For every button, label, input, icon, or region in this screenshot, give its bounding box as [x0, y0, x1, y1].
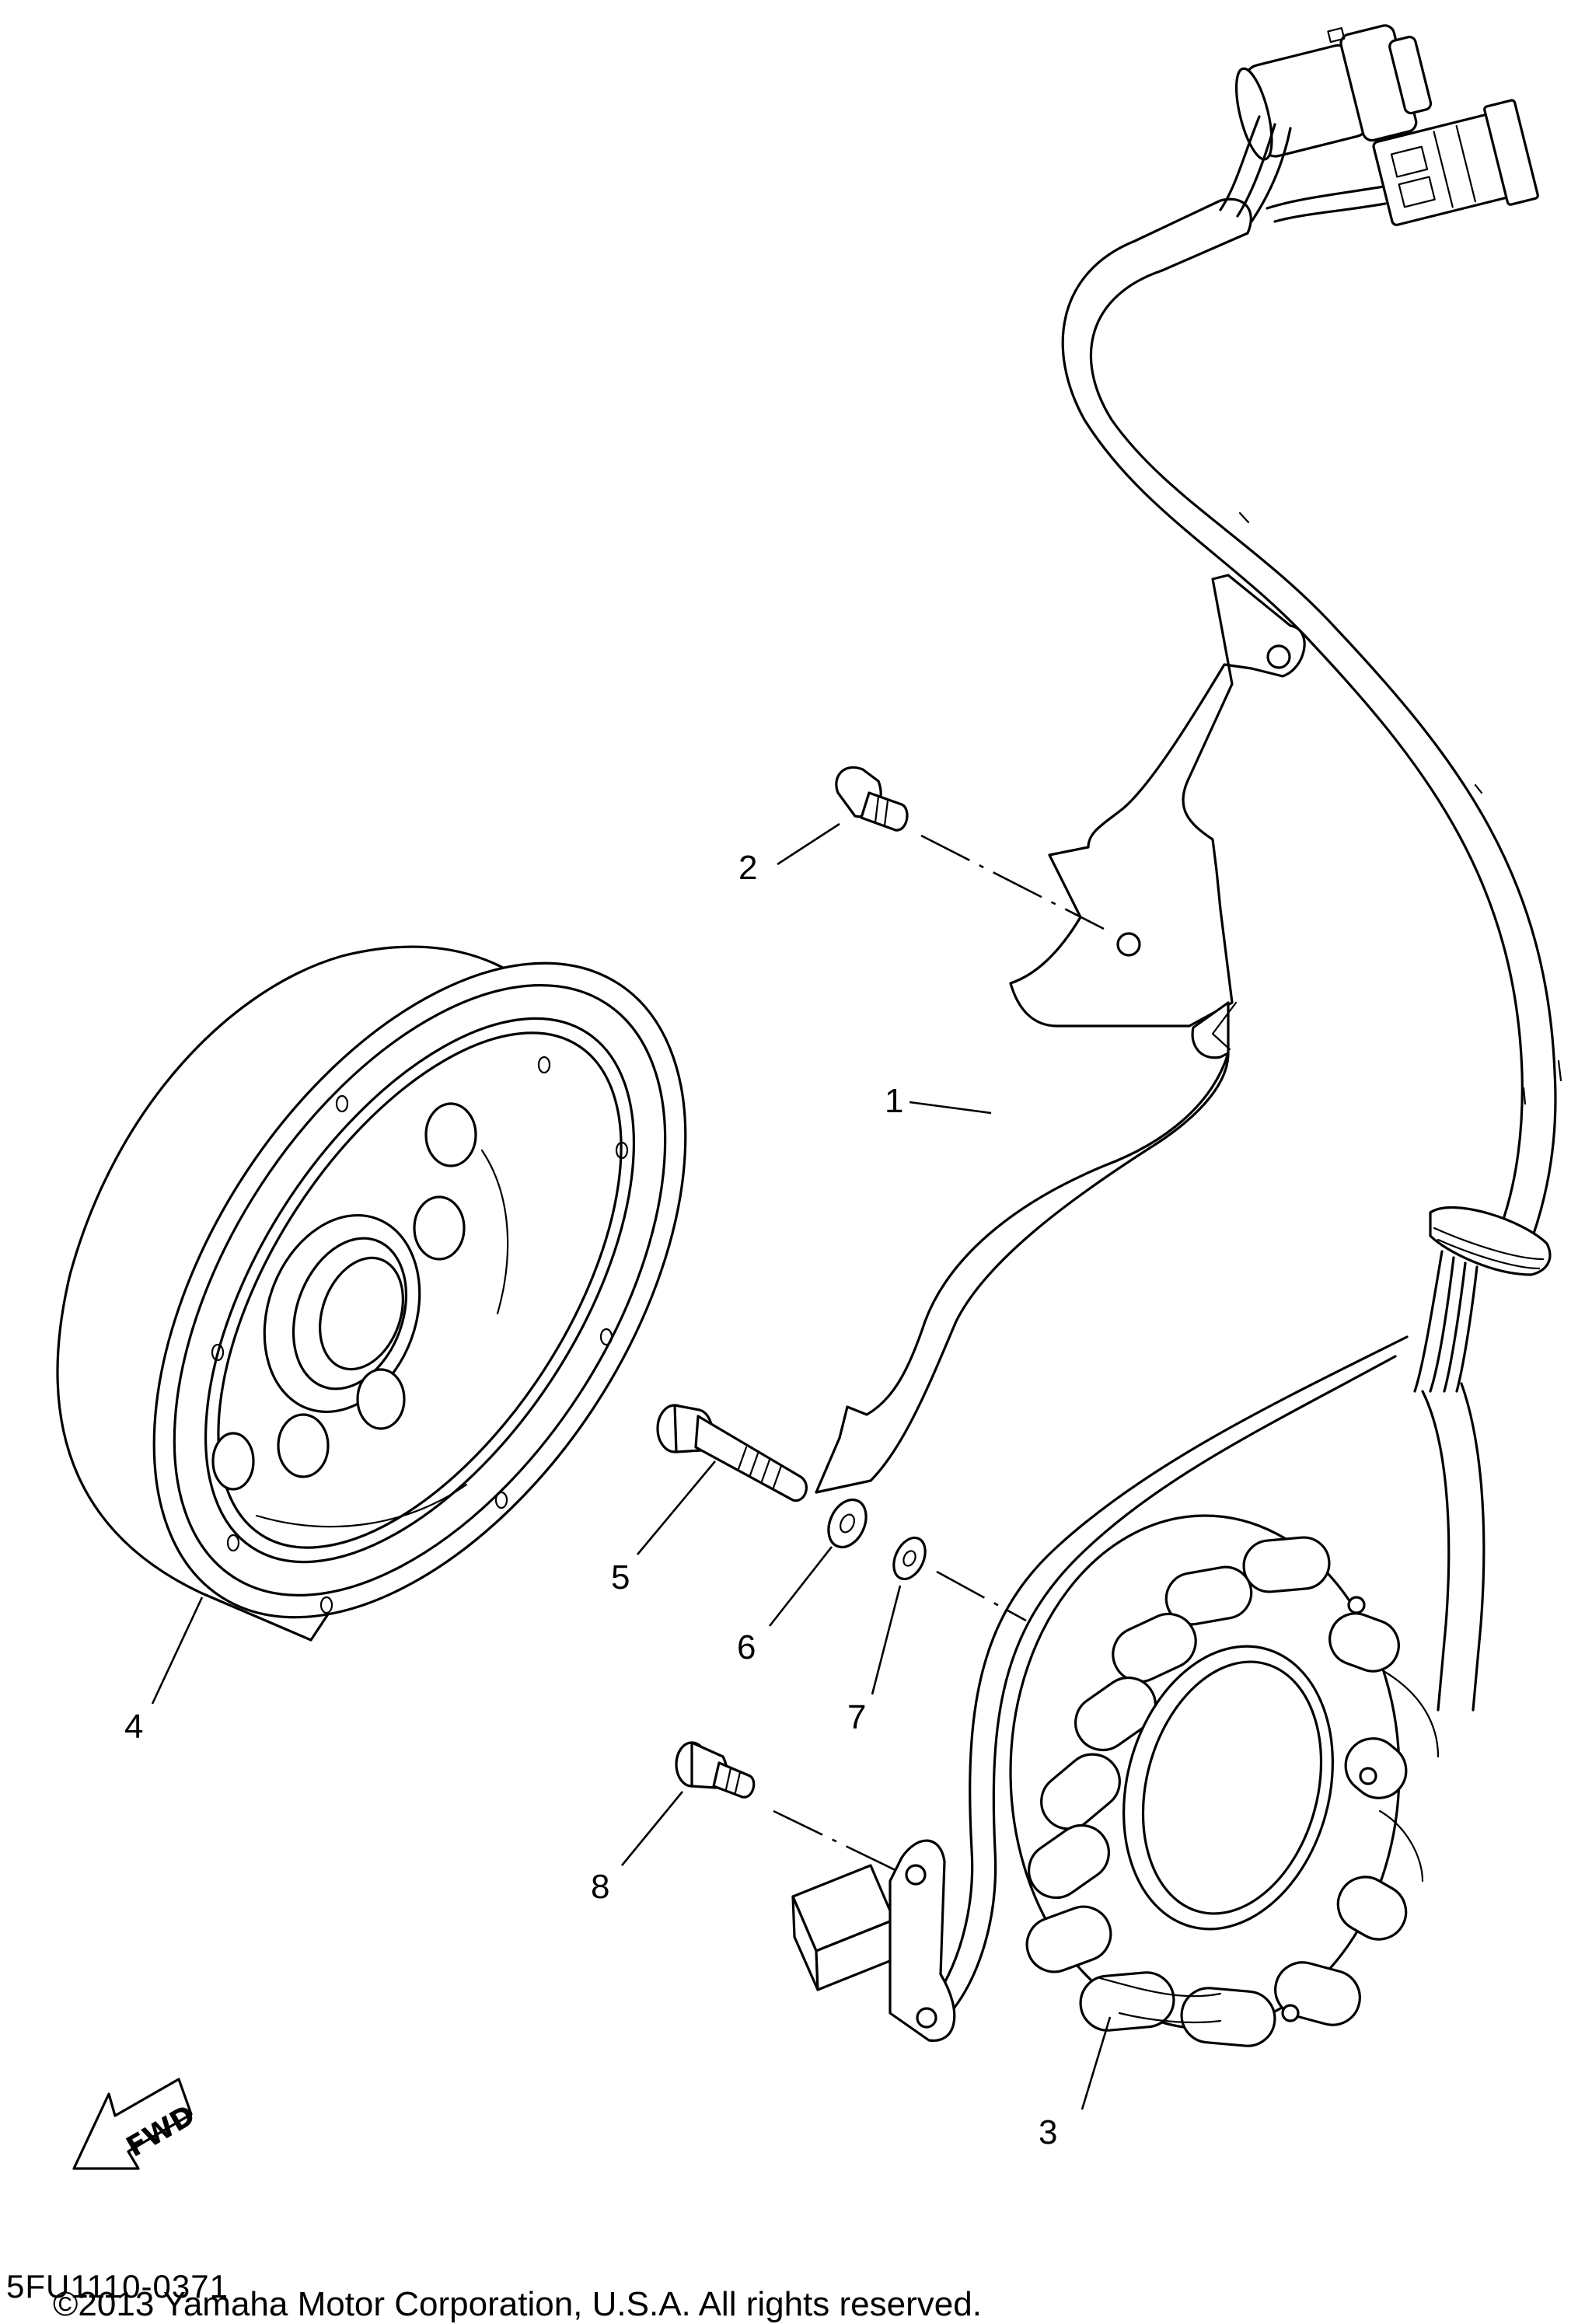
callout-7: 7: [847, 1698, 867, 1736]
drawing-code: 5FU1110-0371: [6, 2268, 229, 2305]
fwd-arrow-icon: [72, 2078, 193, 2170]
washer-part-7: [892, 1536, 927, 1581]
wire-harness: [927, 239, 1562, 2019]
callout-5: 5: [611, 1558, 630, 1596]
flywheel-bolt: [656, 1404, 808, 1502]
stator-coil-icon: [1009, 1514, 1440, 2047]
callout-3: 3: [1039, 2113, 1058, 2151]
callout-2: 2: [738, 849, 758, 887]
callout-4: 4: [124, 1708, 144, 1746]
copyright-notice: ©2013 Yamaha Motor Corporation, U.S.A. A…: [53, 2285, 982, 2323]
bracket-bolt: [835, 766, 909, 832]
wire-connector-icon: [1133, 24, 1539, 272]
alignment-lines: [773, 834, 1105, 1875]
callout-1: 1: [885, 1082, 904, 1120]
callout-8: 8: [591, 1868, 610, 1906]
washer-part-6: [827, 1498, 868, 1549]
pickup-coil-screw: [675, 1741, 756, 1799]
callout-leaders: [151, 822, 1112, 2110]
flywheel-rotor-icon: [56, 945, 687, 1642]
callout-6: 6: [737, 1628, 756, 1666]
bracket-part: [815, 574, 1306, 1494]
pickup-coil: [791, 1839, 956, 2042]
